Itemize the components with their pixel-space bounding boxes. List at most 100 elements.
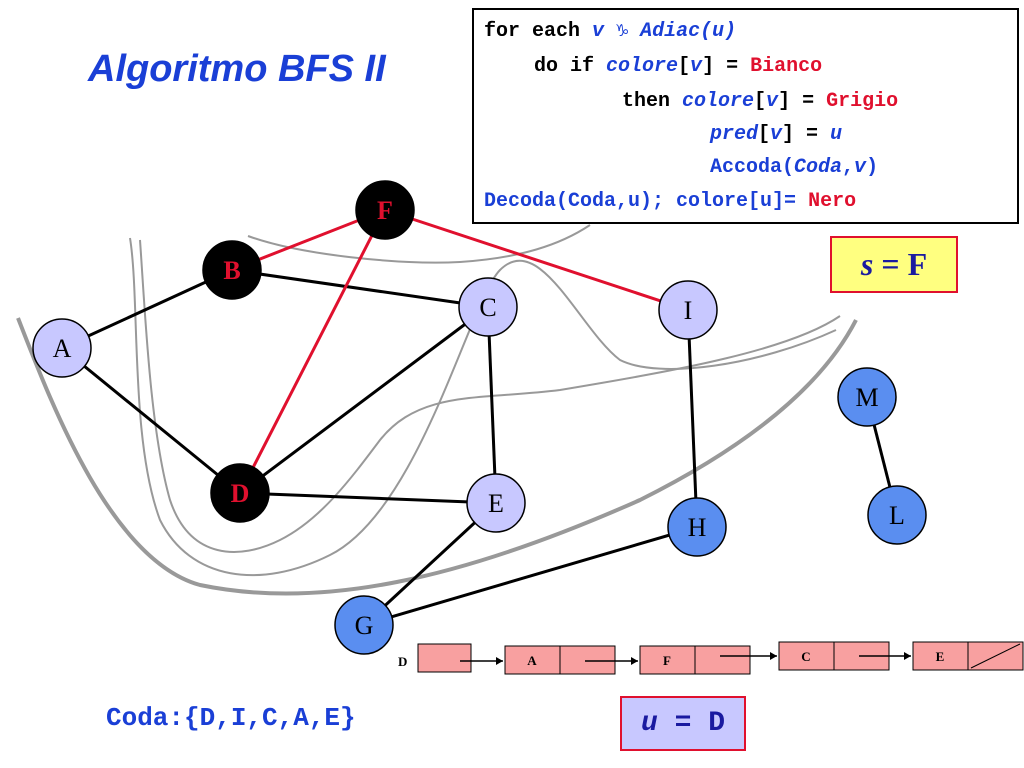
code-line-5: Accoda(Coda,v) bbox=[710, 156, 878, 180]
node-circle-F bbox=[355, 180, 415, 240]
node-circle-M bbox=[837, 367, 897, 427]
node-circle-E bbox=[466, 473, 526, 533]
queue-contents: Coda:{D,I,C,A,E} bbox=[106, 703, 356, 733]
node-label-M: M bbox=[855, 383, 878, 412]
list-arrowhead-A bbox=[496, 657, 503, 665]
list-cell-label-A: A bbox=[527, 653, 537, 668]
node-label-F: F bbox=[377, 196, 393, 225]
close-paren: ) bbox=[866, 156, 879, 179]
node-A: A bbox=[32, 318, 92, 378]
node-M: M bbox=[837, 367, 897, 427]
node-B: B bbox=[202, 240, 262, 300]
code-line-3: then colore[v] = Grigio bbox=[622, 90, 898, 114]
current-value: D bbox=[708, 708, 726, 739]
keyword-then: then bbox=[622, 90, 683, 113]
list-cell-label-C: C bbox=[801, 649, 810, 664]
node-circle-I bbox=[658, 280, 718, 340]
edge-A-B bbox=[61, 268, 233, 350]
edge-A-D bbox=[61, 346, 241, 495]
node-label-C: C bbox=[479, 293, 496, 322]
accoda-call: Accoda( bbox=[710, 156, 795, 179]
pseudocode-box: for each v ♑ Adiac(u) do if colore[v] = … bbox=[472, 8, 1019, 224]
frontier-curve-4 bbox=[247, 224, 591, 264]
var-u: u bbox=[830, 123, 843, 146]
edge-D-E bbox=[239, 491, 497, 505]
node-label-E: E bbox=[488, 489, 504, 518]
decoda-statement: Decoda(Coda,u); colore[u]= bbox=[484, 190, 809, 213]
var-v: v bbox=[690, 55, 703, 78]
value-grigio: Grigio bbox=[826, 90, 899, 113]
frontier-curve-2 bbox=[129, 237, 837, 577]
node-C: C bbox=[458, 277, 518, 337]
node-label-B: B bbox=[223, 256, 240, 285]
node-G: G bbox=[334, 595, 394, 655]
frontier-curves bbox=[16, 224, 858, 596]
node-circle-A bbox=[32, 318, 92, 378]
bracket: [ bbox=[754, 90, 767, 113]
bracket-eq: ] = bbox=[702, 55, 751, 78]
list-arrowhead-F bbox=[631, 657, 638, 665]
code-line-2: do if colore[v] = Bianco bbox=[534, 55, 822, 79]
value-bianco: Bianco bbox=[750, 55, 823, 78]
value-nero: Nero bbox=[808, 190, 857, 213]
edge-D-C bbox=[239, 305, 489, 495]
slide-title: Algoritmo BFS II bbox=[88, 48, 386, 90]
node-circle-D bbox=[210, 463, 270, 523]
node-I: I bbox=[658, 280, 718, 340]
adiac-call: Adiac(u) bbox=[640, 20, 737, 43]
edge-I-H bbox=[686, 309, 699, 528]
code-line-1: for each v ♑ Adiac(u) bbox=[484, 20, 736, 44]
bracket-eq: ] = bbox=[782, 123, 831, 146]
var-v: v bbox=[766, 90, 779, 113]
list-head-pointer bbox=[417, 643, 472, 673]
equals-sign: = bbox=[657, 708, 709, 739]
list-nil-slash bbox=[970, 643, 1021, 669]
node-circle-G bbox=[334, 595, 394, 655]
source-value: F bbox=[907, 246, 928, 282]
bracket: [ bbox=[758, 123, 771, 146]
keyword-for-each: for each bbox=[484, 20, 593, 43]
edge-G-H bbox=[363, 525, 698, 627]
nodes-layer: A B F C I D E G H M L bbox=[32, 180, 927, 655]
comma: , bbox=[842, 156, 855, 179]
colore-word: colore bbox=[606, 55, 679, 78]
keyword-do-if: do if bbox=[534, 55, 607, 78]
node-label-A: A bbox=[53, 334, 72, 363]
node-label-H: H bbox=[688, 513, 707, 542]
var-v: v bbox=[854, 156, 867, 179]
equals-sign: = bbox=[873, 246, 908, 282]
node-circle-C bbox=[458, 277, 518, 337]
list-head-label: D bbox=[398, 654, 407, 669]
var-u: u bbox=[640, 708, 658, 739]
pred-word: pred bbox=[710, 123, 759, 146]
coda-arg: Coda bbox=[794, 156, 843, 179]
bracket-eq: ] = bbox=[778, 90, 827, 113]
node-circle-B bbox=[202, 240, 262, 300]
node-L: L bbox=[867, 485, 927, 545]
list-cell-label-F: F bbox=[663, 653, 671, 668]
edge-E-G bbox=[362, 501, 498, 627]
edge-F-D bbox=[238, 209, 387, 494]
node-label-D: D bbox=[231, 479, 250, 508]
bracket: [ bbox=[678, 55, 691, 78]
node-label-L: L bbox=[889, 501, 905, 530]
list-arrowhead-E bbox=[904, 652, 911, 660]
list-arrowhead-C bbox=[770, 652, 777, 660]
node-label-I: I bbox=[684, 296, 693, 325]
colore-word: colore bbox=[682, 90, 755, 113]
code-line-4: pred[v] = u bbox=[710, 123, 842, 147]
list-cell-label-E: E bbox=[936, 649, 945, 664]
edge-B-C bbox=[231, 268, 489, 309]
var-s: s bbox=[860, 246, 874, 282]
node-circle-L bbox=[867, 485, 927, 545]
node-H: H bbox=[667, 497, 727, 557]
node-label-G: G bbox=[355, 611, 374, 640]
code-line-6: Decoda(Coda,u); colore[u]= Nero bbox=[484, 190, 856, 214]
node-D: D bbox=[210, 463, 270, 523]
frontier-curve-outer bbox=[16, 317, 858, 596]
belongs-symbol: ♑ bbox=[616, 20, 629, 43]
node-circle-H bbox=[667, 497, 727, 557]
node-F: F bbox=[355, 180, 415, 240]
